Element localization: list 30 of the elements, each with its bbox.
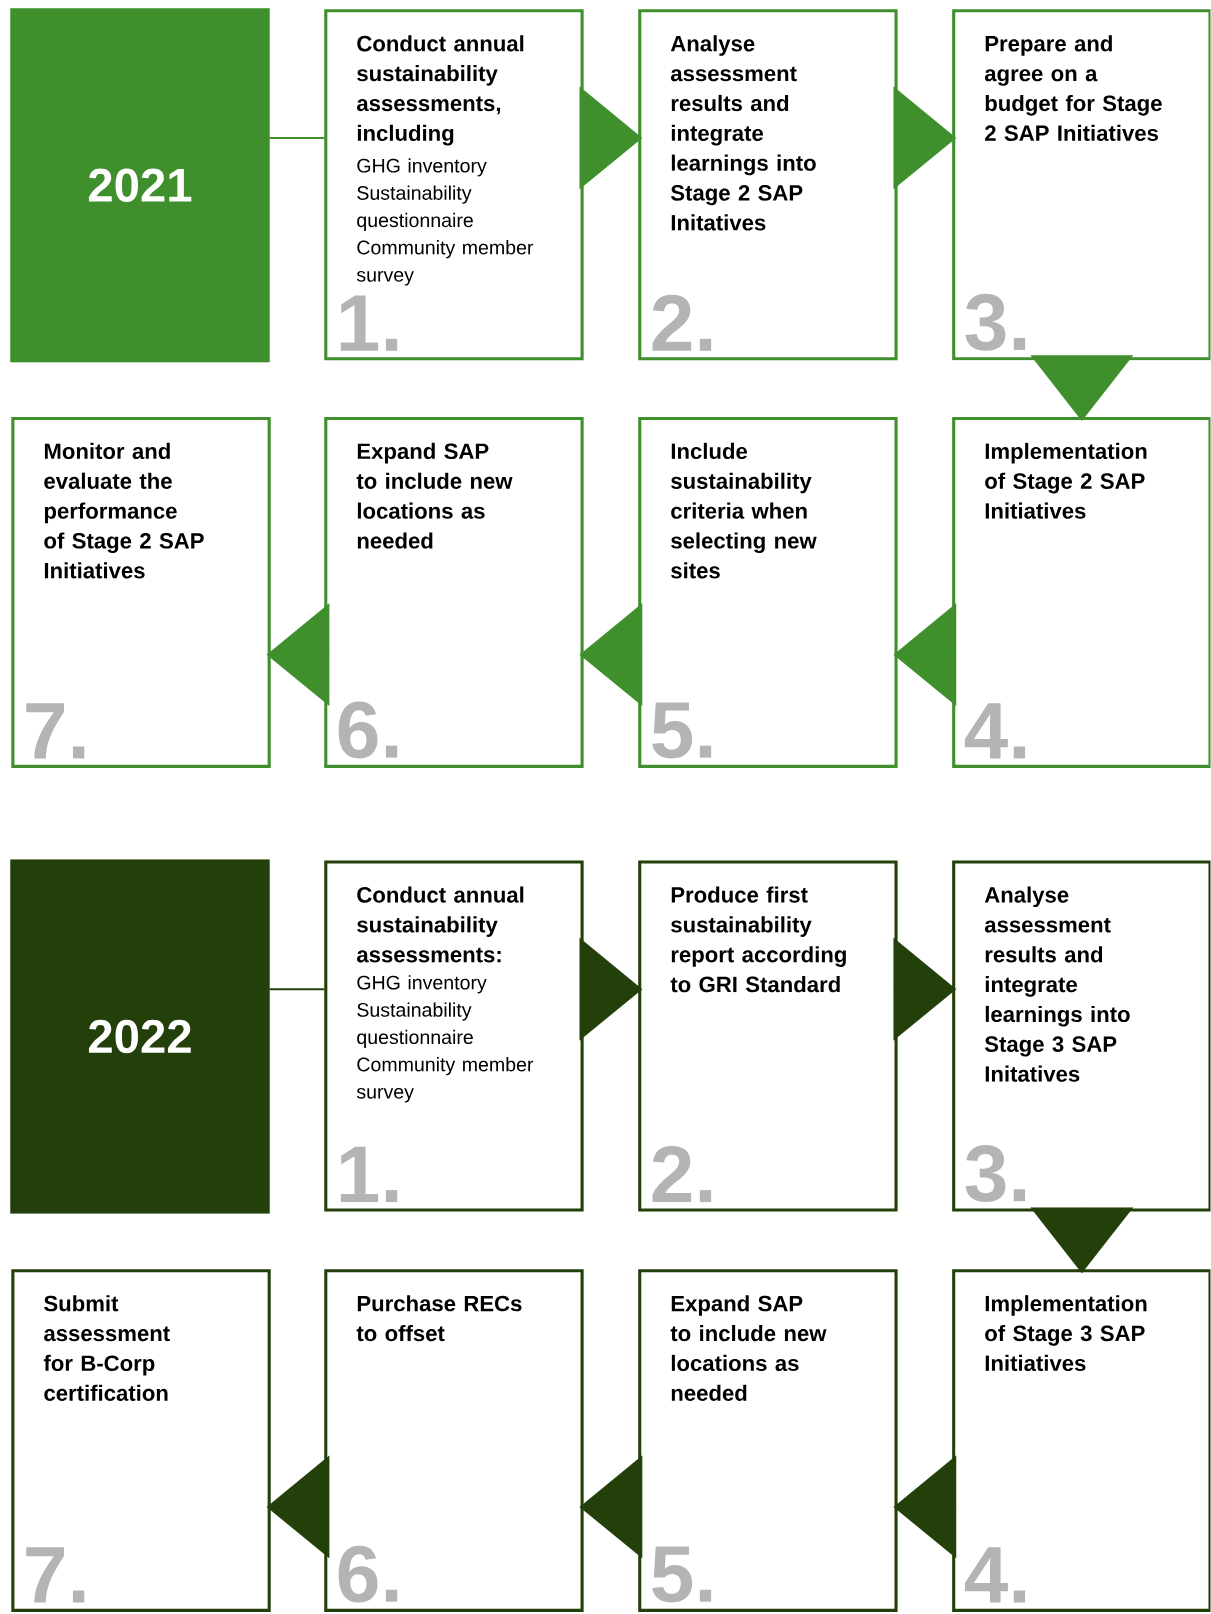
arrow	[893, 937, 957, 1041]
step-box: 5. Include sustainability criteria when selecting new sites	[638, 416, 898, 768]
step-box: 4. Implementation of Stage 3 SAP Initiatives	[952, 1269, 1211, 1612]
arrow	[579, 603, 643, 707]
step-box: 2. Analyse assessment results and integrate learnings into Stage 2 SAP Initatives	[638, 9, 898, 361]
step-box: 4. Implementation of Stage 2 SAP Initiatives	[952, 416, 1211, 768]
arrow	[266, 1455, 330, 1559]
arrow	[579, 86, 643, 190]
arrow	[1030, 355, 1134, 421]
connector-line	[269, 988, 325, 991]
step-box: 5. Expand SAP to include new locations as needed	[638, 1269, 898, 1612]
step-box: 7. Submit assessment for B-Corp certification	[11, 1269, 271, 1612]
arrow	[579, 1455, 643, 1559]
connector-line	[269, 136, 325, 139]
step-box: 1. Conduct annual sustainability assessments, including GHG inventory Sustainability questionnaire Community member survey	[324, 9, 584, 361]
arrow	[1030, 1207, 1134, 1274]
arrow	[893, 86, 957, 190]
year-box: 2021	[10, 8, 270, 363]
arrow	[893, 1455, 957, 1559]
step-box: 6. Expand SAP to include new locations as needed	[324, 416, 584, 768]
step-box: 3. Prepare and agree on a budget for Stage 2 SAP Initiatives	[952, 9, 1211, 361]
arrow	[266, 603, 330, 707]
step-box: 3. Analyse assessment results and integrate learnings into Stage 3 SAP Initatives	[952, 860, 1211, 1212]
step-box: 2. Produce first sustainability report according to GRI Standard	[638, 860, 898, 1212]
arrow	[579, 937, 643, 1041]
year-box: 2022	[10, 859, 270, 1214]
arrow	[893, 603, 957, 707]
step-box: 7. Monitor and evaluate the performance of Stage 2 SAP Initiatives	[11, 416, 271, 768]
step-box: 6. Purchase RECs to offset	[324, 1269, 584, 1612]
step-box: 1. Conduct annual sustainability assessments: GHG inventory Sustainability questionnaire Community member survey	[324, 860, 584, 1212]
